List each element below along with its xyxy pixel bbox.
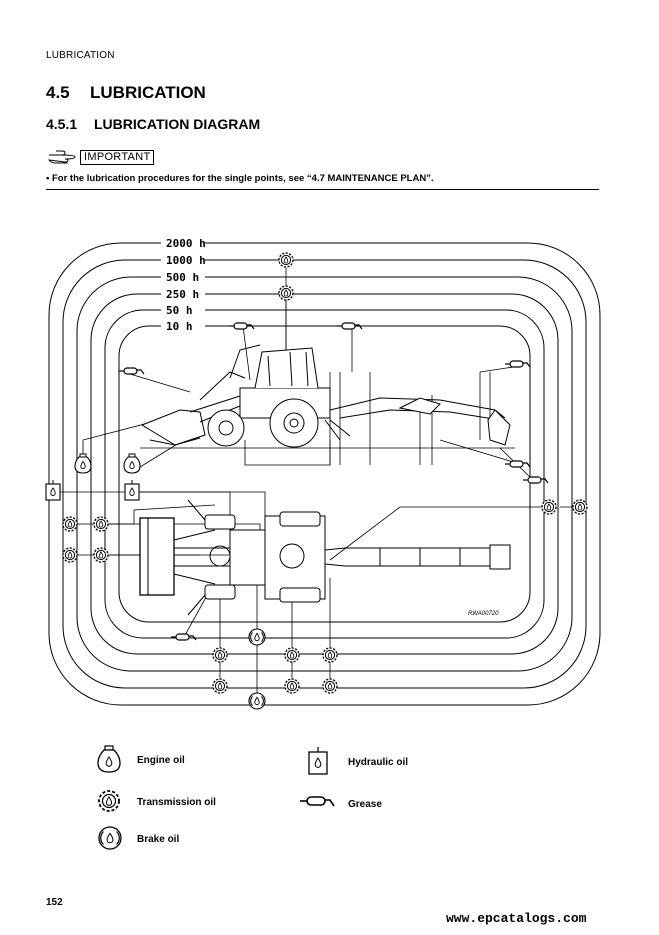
transmission-oil-icon (322, 678, 338, 694)
hydraulic-oil-icon (124, 479, 140, 501)
interval-label-2000: 2000 h (166, 237, 206, 250)
legend-hydraulic-oil: Hydraulic oil (348, 757, 408, 768)
section-title-text: LUBRICATION (90, 83, 206, 102)
grease-icon (504, 360, 531, 368)
machine-top-view (139, 499, 511, 616)
important-note: • For the lubrication procedures for the… (46, 173, 434, 184)
transmission-oil-icon (278, 252, 294, 268)
grease-icon (504, 460, 531, 468)
transmission-oil-icon (278, 285, 294, 301)
subsection-title-text: LUBRICATION DIAGRAM (94, 116, 261, 132)
lubrication-points (45, 252, 588, 710)
engine-oil-icon (123, 453, 141, 474)
legend-engine-oil: Engine oil (137, 755, 185, 766)
pointing-hand-icon (48, 150, 76, 164)
legend: Engine oil Hydraulic oil Transmission oi… (97, 745, 408, 850)
transmission-oil-icon (212, 678, 228, 694)
interval-label-50: 50 h (166, 304, 193, 317)
lubrication-diagram: 2000 h 1000 h 500 h 250 h 50 h 10 h (45, 236, 601, 710)
transmission-oil-icon (284, 647, 300, 663)
transmission-oil-icon (93, 516, 109, 532)
watermark-url: www.epcatalogs.com (446, 911, 587, 926)
transmission-oil-icon (93, 547, 109, 563)
important-label: IMPORTANT (80, 149, 155, 165)
interval-labels: 2000 h 1000 h 500 h 250 h 50 h 10 h (161, 236, 206, 333)
transmission-oil-icon (62, 547, 78, 563)
interval-label-10: 10 h (166, 320, 193, 333)
important-callout: IMPORTANT (48, 149, 155, 165)
subsection-title: 4.5.1 LUBRICATION DIAGRAM (46, 116, 260, 132)
interval-loops (48, 242, 601, 706)
legend-transmission-oil: Transmission oil (137, 797, 216, 808)
brake-oil-legend-icon (98, 826, 122, 850)
hydraulic-oil-icon (45, 479, 61, 501)
grease-icon (170, 633, 197, 641)
machine-side-view (140, 344, 515, 449)
hydraulic-oil-legend-icon (308, 746, 328, 775)
grease-icon (118, 367, 145, 375)
transmission-oil-icon (541, 499, 557, 515)
brake-oil-icon (248, 628, 266, 646)
transmission-oil-icon (322, 647, 338, 663)
divider (46, 189, 599, 190)
interval-label-500: 500 h (166, 271, 199, 284)
section-number: 4.5 (46, 83, 70, 102)
running-header: LUBRICATION (46, 50, 115, 61)
transmission-oil-icon (572, 499, 588, 515)
transmission-oil-legend-icon (98, 790, 120, 812)
figure-code: RWA00720 (468, 611, 499, 617)
section-title: 4.5 LUBRICATION (46, 83, 206, 103)
subsection-number: 4.5.1 (46, 116, 78, 132)
page-number: 152 (46, 897, 63, 908)
interval-label-1000: 1000 h (166, 254, 206, 267)
legend-grease: Grease (348, 799, 382, 810)
transmission-oil-icon (212, 647, 228, 663)
grease-legend-icon (299, 796, 335, 807)
transmission-oil-icon (62, 516, 78, 532)
transmission-oil-icon (284, 678, 300, 694)
interval-label-250: 250 h (166, 288, 199, 301)
engine-oil-legend-icon (97, 745, 121, 773)
brake-oil-icon (248, 692, 266, 710)
legend-brake-oil: Brake oil (137, 834, 179, 845)
